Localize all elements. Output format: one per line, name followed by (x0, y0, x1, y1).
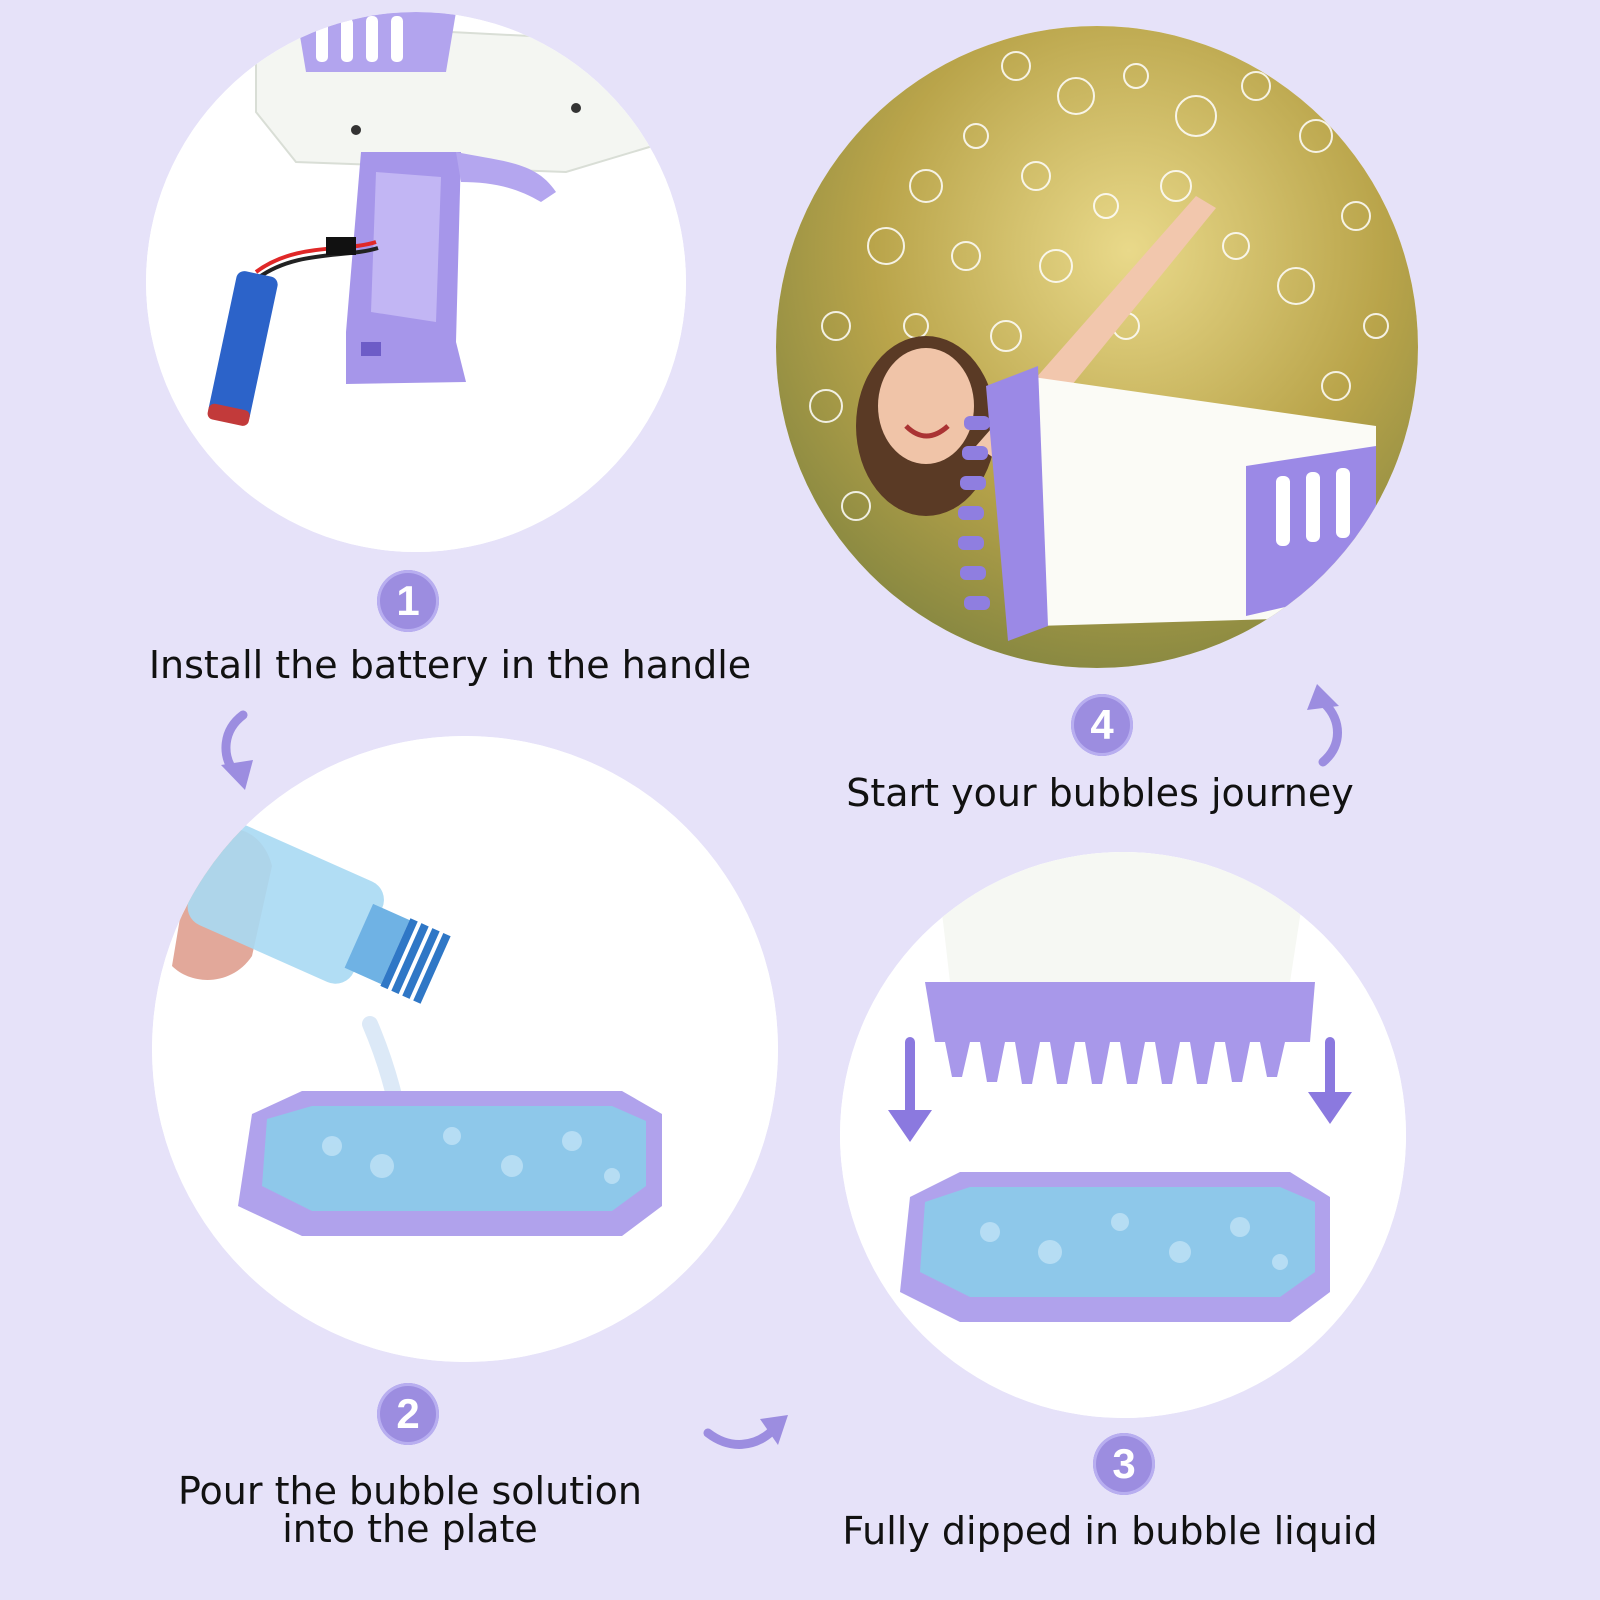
step-1-image (146, 12, 686, 552)
curved-arrow-right-icon (703, 1415, 788, 1449)
step-2-badge: 2 (377, 1383, 439, 1445)
step-4-image (776, 26, 1418, 668)
curved-arrow-up-icon (1307, 684, 1342, 767)
step-4-text: Start your bubbles journey (846, 771, 1354, 815)
step-2-text-line-1: Pour the bubble solution (178, 1469, 642, 1513)
down-arrow-icon (888, 1037, 932, 1142)
child-with-bubbles-illustration (776, 26, 1418, 668)
step-1-text: Install the battery in the handle (148, 643, 752, 687)
dipping-in-bubble-liquid-illustration (840, 852, 1406, 1418)
step-2-text: Pour the bubble solution into the plate (130, 1472, 690, 1548)
step-3-badge: 3 (1093, 1433, 1155, 1495)
down-arrow-icon (1308, 1037, 1352, 1124)
step-1-badge: 1 (377, 570, 439, 632)
step-3-text: Fully dipped in bubble liquid (842, 1509, 1378, 1553)
pouring-bubble-solution-illustration (152, 736, 778, 1362)
curved-arrow-down-icon (221, 710, 253, 790)
step-2-text-line-2: into the plate (282, 1507, 538, 1551)
step-4-badge: 4 (1071, 694, 1133, 756)
step-2-image (152, 736, 778, 1362)
bubble-gun-handle-battery-illustration (146, 12, 686, 552)
step-3-image (840, 852, 1406, 1418)
